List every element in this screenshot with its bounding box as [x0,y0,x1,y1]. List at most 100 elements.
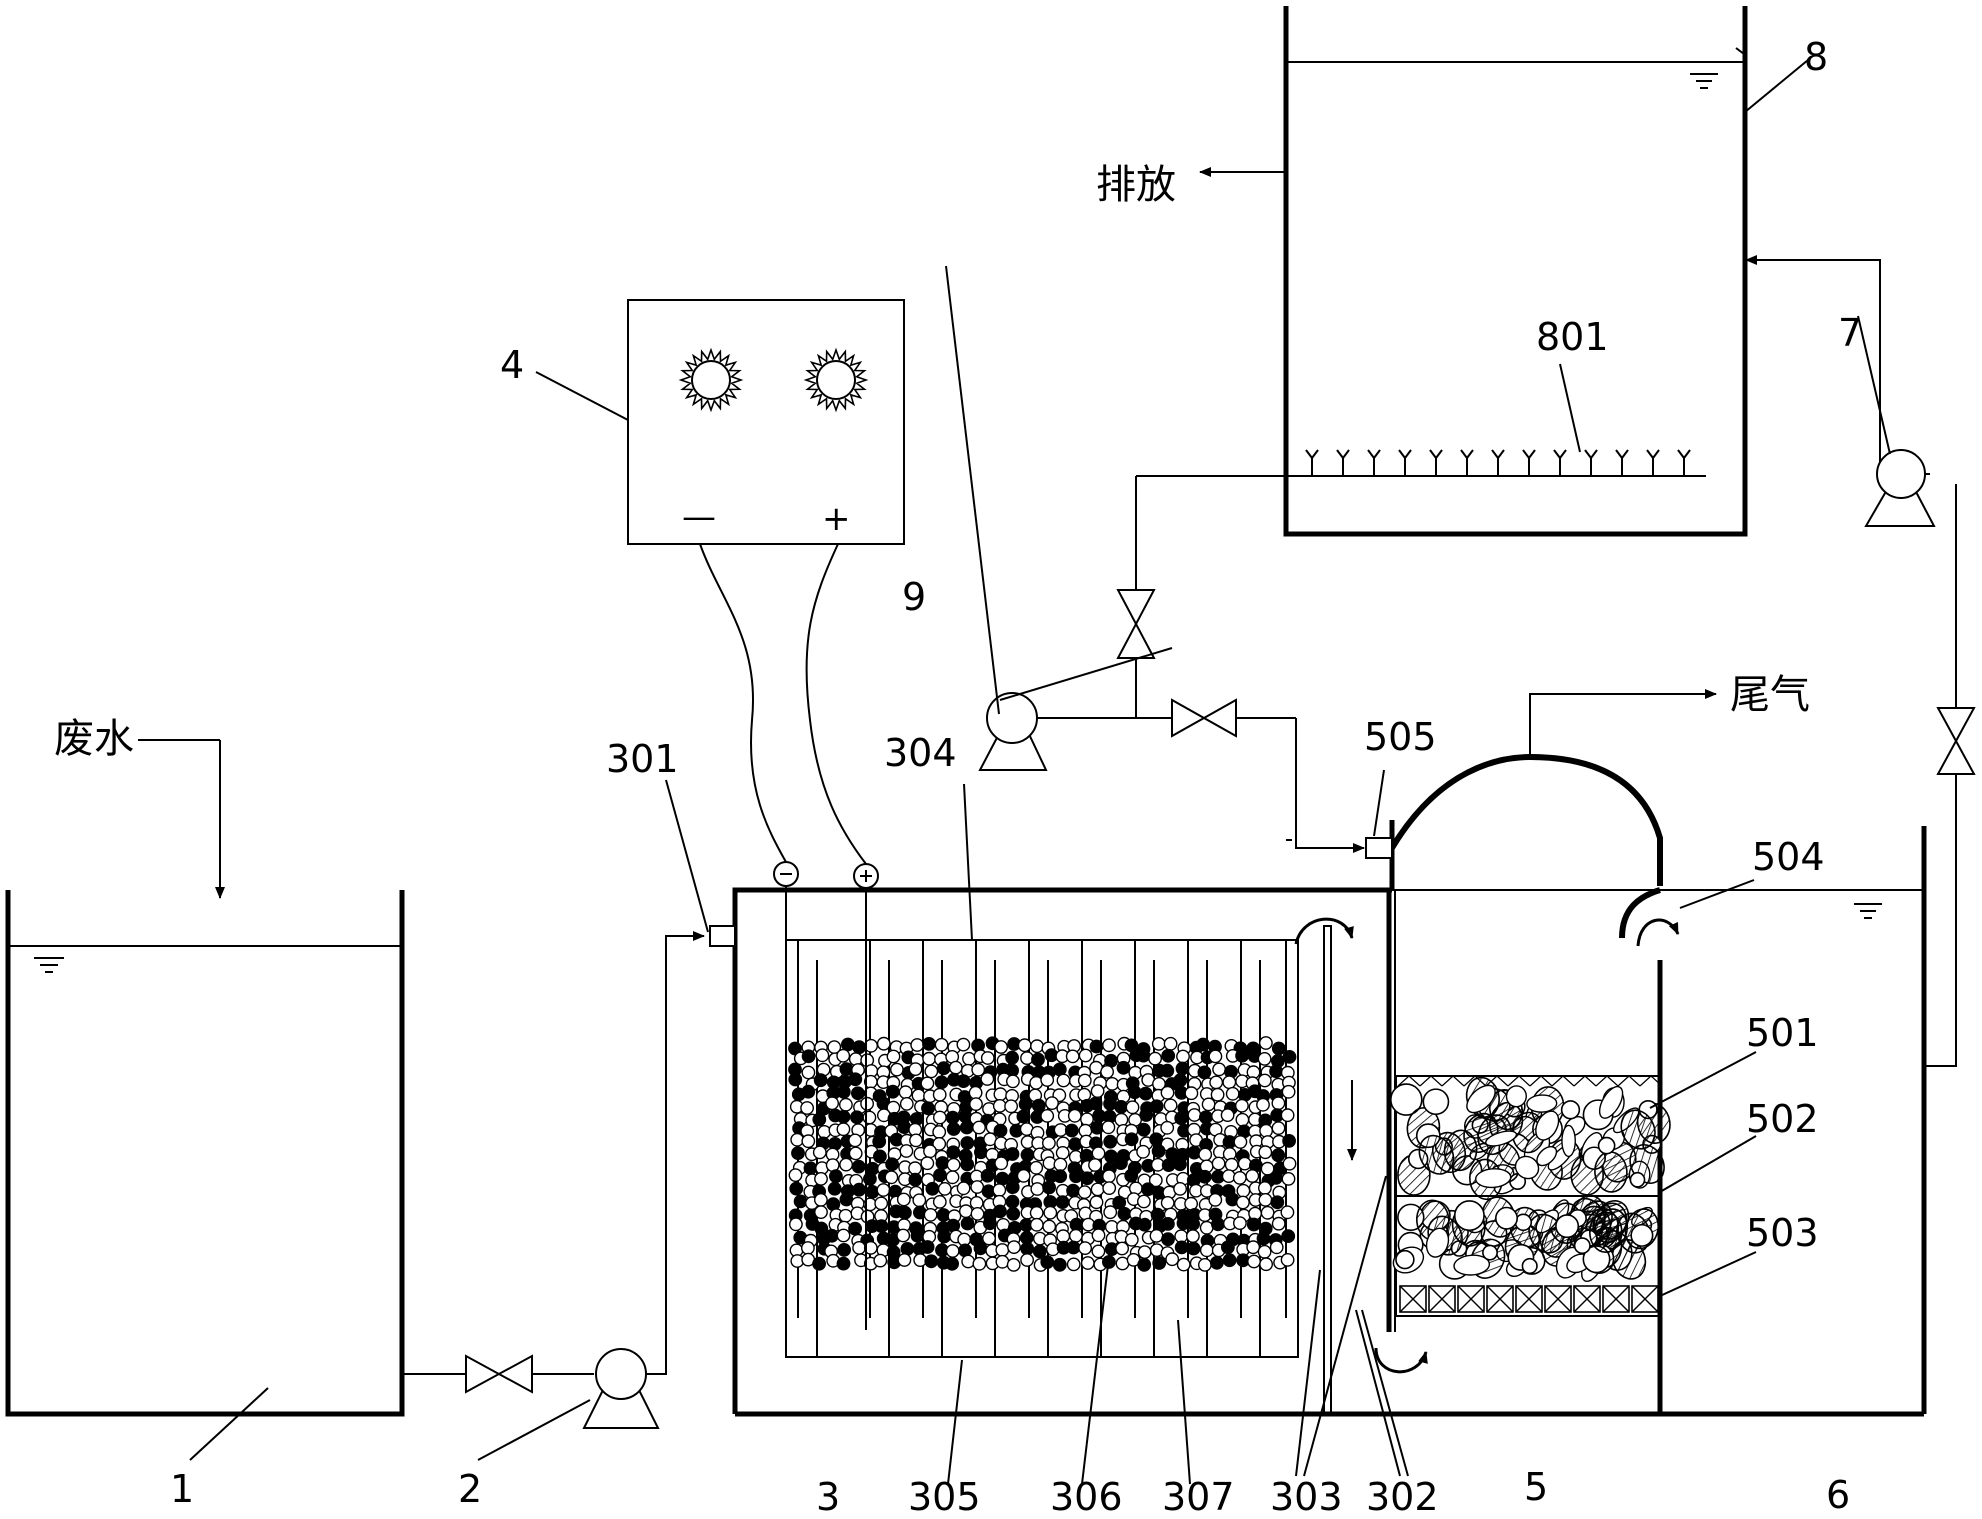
particle [960,1136,975,1150]
particle [1136,1122,1151,1137]
particle [1105,1077,1120,1091]
particle [1031,1098,1046,1113]
particle [1125,1100,1140,1115]
particle [1090,1120,1105,1135]
particle [1173,1073,1188,1088]
particle [1161,1217,1175,1231]
particle [1201,1097,1216,1112]
particle [1212,1062,1227,1077]
discharge-text: 排放 [1096,162,1176,208]
flow-arrow-504 [1636,918,1680,947]
particle [1259,1257,1274,1272]
particle [1088,1096,1103,1111]
particle [1281,1229,1296,1244]
particle [1257,1073,1272,1088]
particle [1045,1096,1059,1111]
particle [1090,1182,1105,1197]
particle [899,1144,914,1158]
particle [1137,1245,1152,1260]
particle [1220,1108,1235,1123]
particle [1224,1157,1239,1172]
particle [1246,1217,1261,1232]
particle [1005,1147,1020,1161]
particle [1221,1240,1235,1255]
particle [1184,1086,1199,1101]
particle [1124,1232,1139,1247]
particle [1124,1132,1139,1147]
particle [945,1110,960,1125]
particle [1233,1135,1248,1149]
particle [924,1254,939,1269]
particle [836,1122,851,1137]
particle [813,1073,828,1088]
particle [1246,1240,1261,1255]
particle [1160,1196,1175,1210]
particle [1080,1112,1094,1127]
particle [827,1181,842,1196]
gas-dome [1389,753,1663,886]
particle [814,1193,828,1207]
particle [1173,1157,1187,1172]
diffuser-801 [1305,449,1691,476]
particle [1211,1156,1226,1171]
particle [995,1254,1010,1269]
particle [860,1096,874,1111]
particle [1040,1255,1055,1270]
particle [1078,1048,1093,1063]
particle [909,1133,923,1148]
particle [1114,1100,1129,1114]
particle [1148,1051,1163,1066]
particle [1269,1240,1284,1255]
particle [948,1060,963,1075]
particle [801,1065,816,1080]
wastewater-tank [5,890,405,1417]
particle [814,1205,828,1220]
particle [791,1146,805,1161]
particle [1176,1257,1191,1272]
particle [1151,1144,1166,1159]
particle [848,1221,862,1236]
particle [921,1101,935,1116]
particle [1149,1132,1164,1147]
particle [1282,1050,1297,1064]
particle [1114,1112,1129,1127]
particle [922,1037,936,1051]
particle [1152,1256,1167,1270]
label-501: 501 [1746,1011,1819,1055]
particle [1018,1097,1033,1112]
particle [960,1216,975,1231]
particle [1040,1109,1055,1123]
air-pipe [1036,475,1365,853]
particle [946,1122,961,1136]
particle [836,1085,851,1099]
particle [1280,1205,1295,1220]
particle [1080,1256,1095,1270]
label-7: 7 [1838,311,1862,355]
particle [1150,1207,1165,1222]
particle [1186,1229,1200,1244]
particle [932,1137,947,1151]
particle [1174,1111,1189,1126]
particle [1091,1228,1106,1243]
particle [873,1149,887,1164]
particle [1139,1108,1154,1122]
particle [874,1196,889,1211]
particle [1236,1183,1251,1198]
particle [898,1205,912,1220]
particle [1138,1086,1153,1101]
particle [817,1125,832,1139]
particle [1016,1169,1031,1183]
particle [1091,1244,1106,1259]
particle [1209,1075,1224,1090]
particle [1103,1134,1118,1149]
particle [1271,1216,1286,1231]
particle [1233,1216,1247,1231]
particle [993,1087,1008,1102]
particle-bed-306 [788,1036,1297,1272]
particle [1005,1194,1020,1209]
label-505: 505 [1364,715,1437,759]
particle [1029,1217,1044,1232]
particle [923,1208,938,1222]
particle [1197,1169,1212,1184]
